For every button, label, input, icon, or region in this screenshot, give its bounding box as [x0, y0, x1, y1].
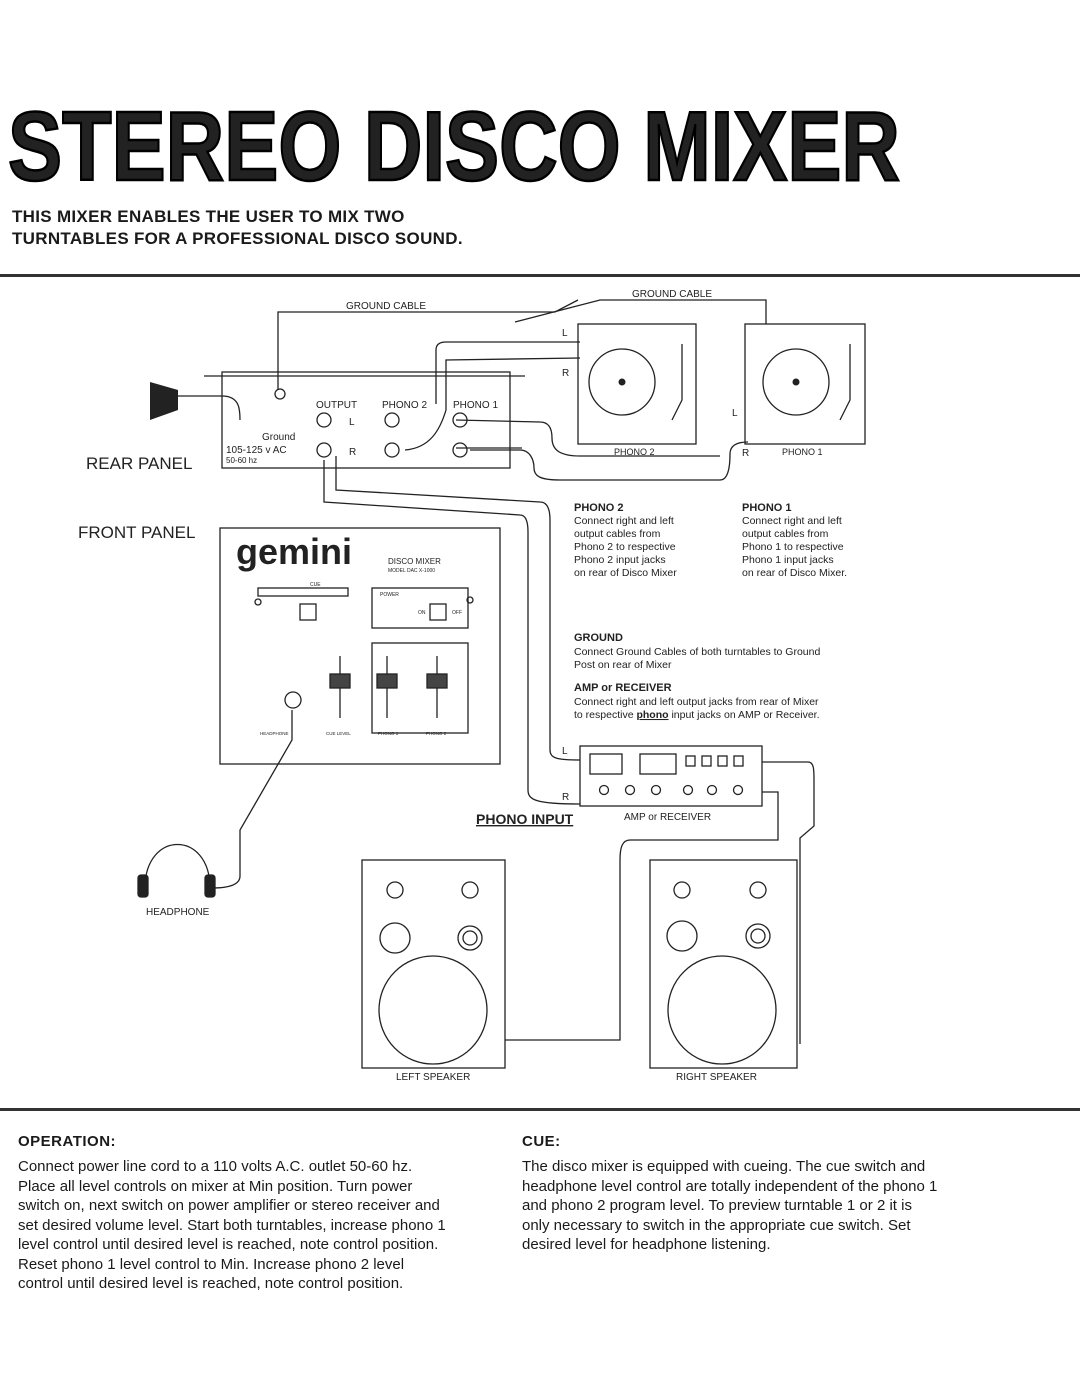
- operation-line: Place all level controls on mixer at Min…: [18, 1177, 413, 1195]
- diagram-text: STEREO DISCO MIXER: [8, 92, 900, 201]
- turntable1-l-label: L: [732, 408, 738, 419]
- turntable2-l-label: L: [562, 328, 568, 339]
- phono2-rear-label: PHONO 2: [382, 400, 427, 411]
- ground-cable-left: [277, 299, 579, 390]
- phono2-text-3: Phono 2 to respective: [574, 541, 676, 553]
- headphone-label: HEADPHONE: [146, 907, 210, 918]
- frequency-label: 50-60 hz: [226, 456, 257, 465]
- top-divider: [0, 274, 1080, 277]
- operation-heading: OPERATION:: [18, 1133, 117, 1150]
- brand-logo: gemini: [236, 531, 352, 572]
- operation-line: Connect power line cord to a 110 volts A…: [18, 1158, 413, 1175]
- bottom-divider: [0, 1108, 1080, 1111]
- diagram-text: phono: [636, 709, 668, 721]
- diagram-text: to respective: [574, 709, 636, 721]
- turntable2-r-label: R: [562, 368, 569, 379]
- ground-heading: GROUND: [574, 632, 623, 644]
- cue-line: and phono 2 program level. To preview tu…: [522, 1197, 912, 1214]
- amp-receiver-label: AMP or RECEIVER: [624, 812, 711, 823]
- amp-text-1: Connect right and left output jacks from…: [574, 696, 819, 708]
- phono2-text-1: Connect right and left: [574, 515, 674, 527]
- cue-heading: CUE:: [522, 1133, 561, 1150]
- cue-text: The disco mixer is equipped with cueing.…: [522, 1157, 992, 1255]
- ground-text-2: Post on rear of Mixer: [574, 659, 672, 671]
- turntable-2-label: PHONO 2: [614, 447, 655, 457]
- phono1-text-1: Connect right and left: [742, 515, 842, 527]
- wiring-diagram: GROUND CABLE GROUND CABLE REAR PANEL FRO…: [78, 289, 866, 1083]
- page-title: STEREO DISCO MIXER: [7, 92, 902, 202]
- turntable-1-label: PHONO 1: [782, 447, 823, 457]
- amp-l-label: L: [562, 746, 568, 757]
- phono1-fader-label: PHONO 1: [378, 731, 399, 736]
- power-label: POWER: [380, 592, 399, 598]
- phono1-heading: PHONO 1: [742, 502, 792, 514]
- phono-input-label: PHONO INPUT: [476, 811, 574, 827]
- operation-text: Connect power line cord to a 110 volts A…: [18, 1157, 488, 1294]
- ground-cable-right-label: GROUND CABLE: [632, 289, 712, 300]
- right-speaker-label: RIGHT SPEAKER: [676, 1072, 757, 1083]
- turntable1-r-label: R: [742, 448, 749, 459]
- operation-line: switch on, next switch on power amplifie…: [18, 1197, 440, 1214]
- turntable-1-box: [744, 323, 866, 445]
- turntable-2-box: [577, 323, 697, 445]
- amp-heading: AMP or RECEIVER: [574, 682, 672, 694]
- cue-line: headphone level control are totally inde…: [522, 1177, 938, 1195]
- headphone-cable: [211, 710, 293, 889]
- on-label: ON: [418, 610, 426, 616]
- phono1-rear-label: PHONO 1: [453, 400, 498, 411]
- ground-text-1: Connect Ground Cables of both turntables…: [574, 646, 820, 658]
- power-cord: [175, 395, 241, 421]
- operation-line: control until desired level is reached, …: [18, 1275, 404, 1292]
- cue-line: desired level for headphone listening.: [522, 1236, 771, 1253]
- rear-panel-label: REAR PANEL: [86, 454, 192, 473]
- phono1-text-3: Phono 1 to respective: [742, 541, 844, 553]
- operation-line: level control until desired level is rea…: [18, 1236, 439, 1253]
- ground-cable-right: [514, 299, 767, 324]
- voltage-label: 105-125 v AC: [226, 445, 287, 456]
- diagram-text: input jacks on AMP or Receiver.: [669, 709, 820, 721]
- phono2-text-4: Phono 2 input jacks: [574, 554, 666, 566]
- phono1-text-4: Phono 1 input jacks: [742, 554, 834, 566]
- subtitle-line-2: TURNTABLES FOR A PROFESSIONAL DISCO SOUN…: [12, 229, 463, 248]
- phono2-fader-label: PHONO 2: [426, 731, 447, 736]
- amp-text-2: to respective phono input jacks on AMP o…: [574, 709, 820, 721]
- disco-mixer-label: DISCO MIXER: [388, 557, 441, 566]
- cue-line: only necessary to switch in the appropri…: [522, 1216, 911, 1234]
- left-speaker-box: [361, 859, 506, 1069]
- headphone-icon: [144, 843, 211, 889]
- model-label: MODEL DAC X-1000: [388, 568, 435, 574]
- rear-panel-box: [221, 371, 511, 469]
- cue-line: The disco mixer is equipped with cueing.…: [522, 1158, 926, 1175]
- subtitle-line-1: THIS MIXER ENABLES THE USER TO MIX TWO: [12, 207, 405, 226]
- cue-label: CUE: [310, 582, 321, 588]
- front-panel-box: [219, 527, 501, 765]
- subtitle: THIS MIXER ENABLES THE USER TO MIX TWO T…: [12, 206, 463, 250]
- right-channel-label: R: [349, 447, 356, 458]
- off-label: OFF: [452, 610, 462, 616]
- ground-post-label: Ground: [262, 432, 295, 443]
- phono1-text-2: output cables from: [742, 528, 829, 540]
- phono2-text-5: on rear of Disco Mixer: [574, 567, 677, 579]
- phono2-text-2: output cables from: [574, 528, 661, 540]
- phono2-heading: PHONO 2: [574, 502, 624, 514]
- operation-line: set desired volume level. Start both tur…: [18, 1216, 446, 1234]
- right-speaker-box: [649, 859, 798, 1069]
- headphone-jack-label: HEADPHONE: [260, 731, 289, 736]
- left-speaker-label: LEFT SPEAKER: [396, 1072, 470, 1083]
- operation-line: Reset phono 1 level control to Min. Incr…: [18, 1255, 405, 1273]
- fader-strip: [329, 656, 448, 718]
- amp-r-label: R: [562, 792, 569, 803]
- front-panel-label: FRONT PANEL: [78, 523, 195, 542]
- output-label: OUTPUT: [316, 400, 357, 411]
- left-channel-label: L: [349, 417, 355, 428]
- cue-level-label: CUE LEVEL: [326, 731, 351, 736]
- ground-cable-left-label: GROUND CABLE: [346, 301, 426, 312]
- phono1-text-5: on rear of Disco Mixer.: [742, 567, 847, 579]
- amplifier-box: [579, 745, 763, 807]
